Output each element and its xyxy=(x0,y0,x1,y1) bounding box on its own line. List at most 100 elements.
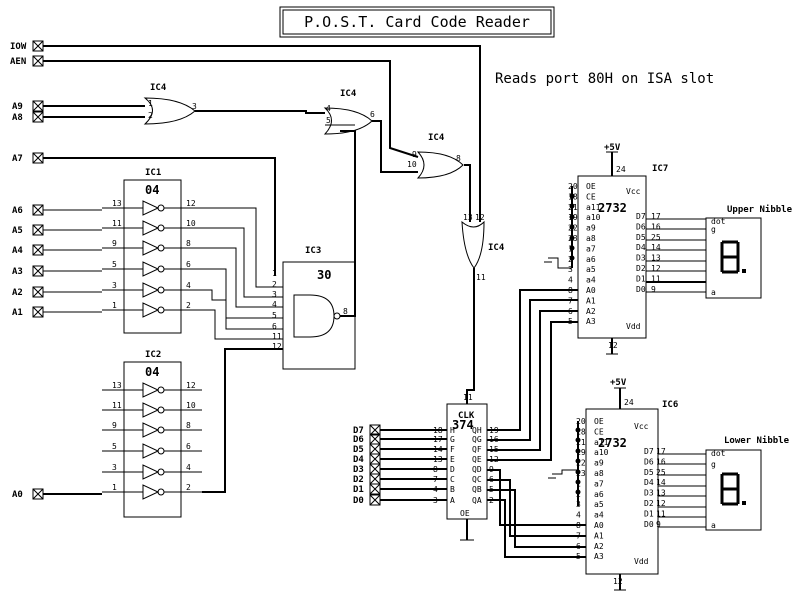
pin-label: D2 xyxy=(636,264,646,273)
svg-text:6: 6 xyxy=(370,110,375,119)
pin-label: 5 xyxy=(112,260,117,269)
pin-label: QE xyxy=(472,455,482,464)
pin-label: a5 xyxy=(586,265,596,274)
junction-dot xyxy=(569,245,575,251)
pin-label: A xyxy=(450,496,455,505)
pin-label: OE xyxy=(594,417,604,426)
ic6-package: IC6 2732 +5V 24 12 xyxy=(585,378,678,586)
pin-label: 17 xyxy=(656,447,666,456)
wire xyxy=(202,309,283,340)
connector-a7: A7 xyxy=(12,152,44,164)
pin-label: 21 xyxy=(576,438,586,447)
ic6-pin-labels: OE20CE18a1121a1019a922a823a71a62a53a44A0… xyxy=(576,417,666,566)
pin-label: D4 xyxy=(644,478,654,487)
junction-dot xyxy=(575,427,581,433)
wire xyxy=(43,60,419,158)
wire xyxy=(466,268,475,404)
pin-label: QG xyxy=(472,435,482,444)
pin-label: D3 xyxy=(644,489,654,498)
ic6-type: 2732 xyxy=(598,436,627,450)
wire xyxy=(487,310,578,451)
connector-a3: A3 xyxy=(12,265,44,277)
pin-label: 10 xyxy=(186,401,196,410)
pin-label: D6 xyxy=(636,222,646,231)
ic4-gate-4: IC4 13 12 11 xyxy=(461,213,505,282)
wire xyxy=(487,499,586,558)
pin-label: 1 xyxy=(112,301,117,310)
pin-label: a8 xyxy=(586,234,596,243)
label-a5: A5 xyxy=(12,226,23,236)
wire xyxy=(487,299,578,441)
pin-label: 11 xyxy=(112,219,122,228)
pin-label: a6 xyxy=(594,490,604,499)
svg-text:10: 10 xyxy=(407,160,417,169)
pin-label: 11 xyxy=(112,401,122,410)
pin-label: A0 xyxy=(586,286,596,295)
wire xyxy=(195,110,325,114)
ic7-type: 2732 xyxy=(598,201,627,215)
junction-dot xyxy=(569,193,575,199)
pin-label: 17 xyxy=(651,212,661,221)
pin-label: 9 xyxy=(112,239,117,248)
pin-label: 3 xyxy=(568,265,573,274)
lower-display: Lower Nibble dot g a xyxy=(705,435,790,531)
pin-label: G xyxy=(450,435,455,444)
ic4-label-1: IC4 xyxy=(150,83,167,93)
junction-dot xyxy=(575,479,581,485)
lower-nibble-label: Lower Nibble xyxy=(724,435,790,446)
pin-label: D1 xyxy=(644,509,654,518)
pin-label: C xyxy=(450,475,455,484)
pin-label: Vdd xyxy=(626,322,641,331)
pin-label: 12 xyxy=(186,381,196,390)
pin-label: QC xyxy=(472,475,482,484)
ic2-package: IC2 04 xyxy=(123,350,182,518)
pin-label: 22 xyxy=(576,459,586,468)
connector-aen: AEN xyxy=(10,55,44,67)
connector-iow: IOW xyxy=(10,40,44,52)
pin-label: Vcc xyxy=(634,422,649,431)
ic5-type: 374 xyxy=(452,418,474,432)
ic4-label-2: IC4 xyxy=(340,89,357,99)
svg-text:5: 5 xyxy=(326,116,331,125)
ic1-label: IC1 xyxy=(145,168,161,178)
svg-text:8: 8 xyxy=(456,154,461,163)
label-d6: D6 xyxy=(353,435,364,445)
ic1-type: 04 xyxy=(145,183,159,197)
pin-label: QB xyxy=(472,485,482,494)
pin-label: D0 xyxy=(636,285,646,294)
pin-label: 23 xyxy=(576,469,586,478)
upper-nibble-label: Upper Nibble xyxy=(727,204,793,215)
pin-label: a8 xyxy=(594,469,604,478)
ic4-gate-1: IC4 1 2 3 xyxy=(143,83,197,125)
pin-label: E xyxy=(450,455,455,464)
pin-label: 20 xyxy=(576,417,586,426)
wire xyxy=(487,289,578,431)
label-a0: A0 xyxy=(12,490,23,500)
pin-label: 25 xyxy=(656,468,666,477)
pin-label: 13 xyxy=(656,489,666,498)
label-aen: AEN xyxy=(10,57,26,67)
pin-label: 16 xyxy=(656,457,666,466)
wire xyxy=(487,479,586,537)
ic7-vcc-label: +5V xyxy=(604,143,621,153)
pin-label: a11 xyxy=(594,438,609,447)
inverter-gate xyxy=(142,200,160,216)
pin-label: B xyxy=(450,485,455,494)
pin-label: D0 xyxy=(644,520,654,529)
pin-label: 1 xyxy=(112,483,117,492)
wire xyxy=(202,247,283,308)
pin-label: 12 xyxy=(656,499,666,508)
decimal-point xyxy=(742,269,746,273)
pin-label: 2 xyxy=(186,483,191,492)
diagram-title: P.O.S.T. Card Code Reader xyxy=(304,13,530,31)
inverter-gate xyxy=(142,484,160,500)
pin-label: 9 xyxy=(656,520,661,529)
latch-clk: CLK xyxy=(458,411,475,421)
pin-label: 4 xyxy=(568,276,573,285)
pin-label: D7 xyxy=(636,212,646,221)
pin-label: a11 xyxy=(586,203,601,212)
svg-text:12: 12 xyxy=(613,577,623,586)
pin-label: 6 xyxy=(186,260,191,269)
